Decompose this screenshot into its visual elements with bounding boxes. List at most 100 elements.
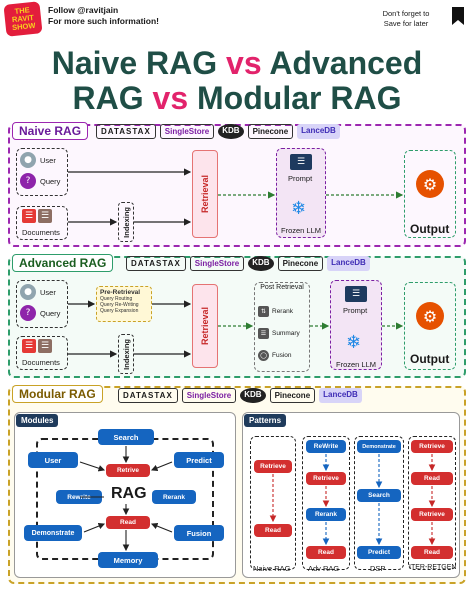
naive-query-label: Query: [40, 177, 61, 186]
output-gear-icon: ⚙: [416, 302, 444, 330]
rag-center-label: RAG: [111, 485, 147, 502]
module-rewrite: Rewrite: [56, 490, 102, 504]
pattern-dsp-search: Search: [357, 489, 401, 502]
pattern-adv-name: Adv RAG: [308, 564, 340, 573]
documents-icon: ☰: [22, 339, 36, 353]
pattern-dsp-demonstrate: Demonstrate: [357, 440, 401, 453]
user-icon: ●: [20, 152, 36, 168]
prompt-icon: ☰: [290, 154, 312, 170]
naive-rag-title: Naive RAG: [12, 122, 89, 140]
bookmark-icon[interactable]: [452, 7, 464, 25]
vendor-singlestore: SingleStore: [189, 256, 245, 271]
title-naive: Naive RAG: [51, 45, 218, 81]
advanced-prompt-label: Prompt: [343, 306, 368, 315]
vendor-pinecone: Pinecone: [269, 388, 316, 403]
advanced-user-label: User: [40, 288, 56, 297]
module-rerank: Rerank: [152, 490, 196, 504]
advanced-frozen-llm-label: Frozen LLM: [336, 360, 377, 369]
pattern-iter-column: [408, 436, 456, 570]
pattern-naive-read: Read: [254, 524, 292, 537]
pattern-naive-retrieve: Retrieve: [254, 460, 292, 473]
pattern-naive-name: Naive RAG: [253, 564, 291, 573]
naive-input-box: [16, 148, 68, 196]
naive-retrieval-box: Retrieval: [192, 150, 218, 238]
naive-retrieval-label: Retrieval: [200, 174, 210, 214]
vendor-lancedb: LanceDB: [327, 256, 370, 271]
post-rerank-label: Rerank: [272, 308, 293, 315]
advanced-output-box: [404, 282, 456, 370]
pattern-dsp-name: DSP: [370, 564, 386, 573]
advanced-output-label: Output: [410, 352, 450, 366]
post-retrieval-title: Post Retrieval: [260, 284, 304, 291]
patterns-label: Patterns: [244, 414, 287, 427]
pattern-iter-retrieve-1: Retrieve: [411, 440, 453, 453]
prompt-icon: ☰: [345, 286, 367, 302]
pattern-dsp-predict: Predict: [357, 546, 401, 559]
save-line-1: Don't forget to: [382, 9, 430, 18]
pattern-iter-retrieve-2: Retrieve: [411, 508, 453, 521]
ravit-show-logo: THE RAVIT SHOW: [3, 1, 43, 37]
pattern-dsp-column: [354, 436, 404, 570]
pre-retrieval-title: Pre-Retrieval: [100, 289, 141, 296]
naive-output-label: Output: [410, 222, 450, 236]
pre-retrieval-item: Query Expansion: [100, 308, 139, 314]
advanced-query-label: Query: [40, 309, 61, 318]
query-icon: ?: [20, 173, 36, 189]
page-title: Naive RAG vs Advanced RAG vs Modular RAG: [0, 46, 474, 116]
pattern-iter-read-1: Read: [411, 472, 453, 485]
modular-rag-title: Modular RAG: [12, 385, 103, 403]
vendor-datastax: DATASTAX: [96, 124, 156, 139]
advanced-documents-label: Documents: [22, 358, 60, 367]
vendor-pinecone: Pinecone: [277, 256, 324, 271]
advanced-rag-section: [8, 256, 466, 378]
pre-retrieval-box: Pre-Retrieval Query Routing Query Re-Wri…: [96, 286, 152, 322]
vendor-pinecone: Pinecone: [247, 124, 294, 139]
module-predict: Predict: [174, 452, 224, 468]
vendor-kdb: KDB: [248, 256, 274, 271]
title-modular: Modular RAG: [197, 80, 402, 116]
advanced-docs-box: [16, 336, 68, 370]
advanced-retrieval-label: Retrieval: [200, 306, 210, 346]
pattern-iter-read-2: Read: [411, 546, 453, 559]
naive-frozen-llm-label: Frozen LLM: [281, 226, 322, 235]
vendor-singlestore: SingleStore: [159, 124, 215, 139]
naive-prompt-label: Prompt: [288, 174, 313, 183]
save-line-2: Save for later: [383, 19, 429, 28]
post-summary-label: Summary: [272, 330, 300, 337]
query-icon: ?: [20, 305, 36, 321]
module-retrive: Retrive: [106, 464, 150, 477]
user-icon: ●: [20, 284, 36, 300]
pre-retrieval-item: Query Routing: [100, 296, 133, 302]
title-vs-1: vs: [226, 45, 262, 81]
post-retrieval-box: [254, 282, 310, 372]
advanced-indexing-label: Indexing: [121, 338, 131, 370]
title-vs-2: vs: [152, 80, 189, 116]
naive-indexing-box: Indexing: [118, 202, 134, 242]
documents-icon: ☰: [22, 209, 36, 223]
naive-user-label: User: [40, 156, 56, 165]
vendor-lancedb: LanceDB: [297, 124, 340, 139]
post-fusion-label: Fusion: [272, 352, 292, 359]
vendor-kdb: KDB: [218, 124, 244, 139]
vendor-datastax: DATASTAX: [118, 388, 178, 403]
advanced-input-box: [16, 280, 68, 328]
follow-text: Follow @ravitjain For more such informat…: [48, 5, 159, 27]
output-gear-icon: ⚙: [416, 170, 444, 198]
module-search: Search: [98, 429, 154, 445]
advanced-indexing-box: Indexing: [118, 334, 134, 374]
pattern-naive-column: [250, 436, 296, 570]
follow-subtext: For more such information!: [48, 16, 159, 26]
pattern-iter-name: ITER-RETGEN: [409, 564, 457, 571]
snowflake-icon: ❄: [291, 198, 307, 219]
fusion-icon: ◯: [258, 350, 269, 361]
pattern-adv-retrieve: Retrieve: [306, 472, 346, 485]
title-rag: RAG: [72, 80, 144, 116]
advanced-retrieval-box: Retrieval: [192, 284, 218, 368]
follow-handle[interactable]: Follow @ravitjain: [48, 5, 119, 15]
pattern-adv-rewrite: ReWrite: [306, 440, 346, 453]
vendor-kdb: KDB: [240, 388, 266, 403]
pattern-adv-rerank: Rerank: [306, 508, 346, 521]
naive-output-box: [404, 150, 456, 238]
naive-docs-box: [16, 206, 68, 240]
module-memory: Memory: [98, 552, 158, 568]
